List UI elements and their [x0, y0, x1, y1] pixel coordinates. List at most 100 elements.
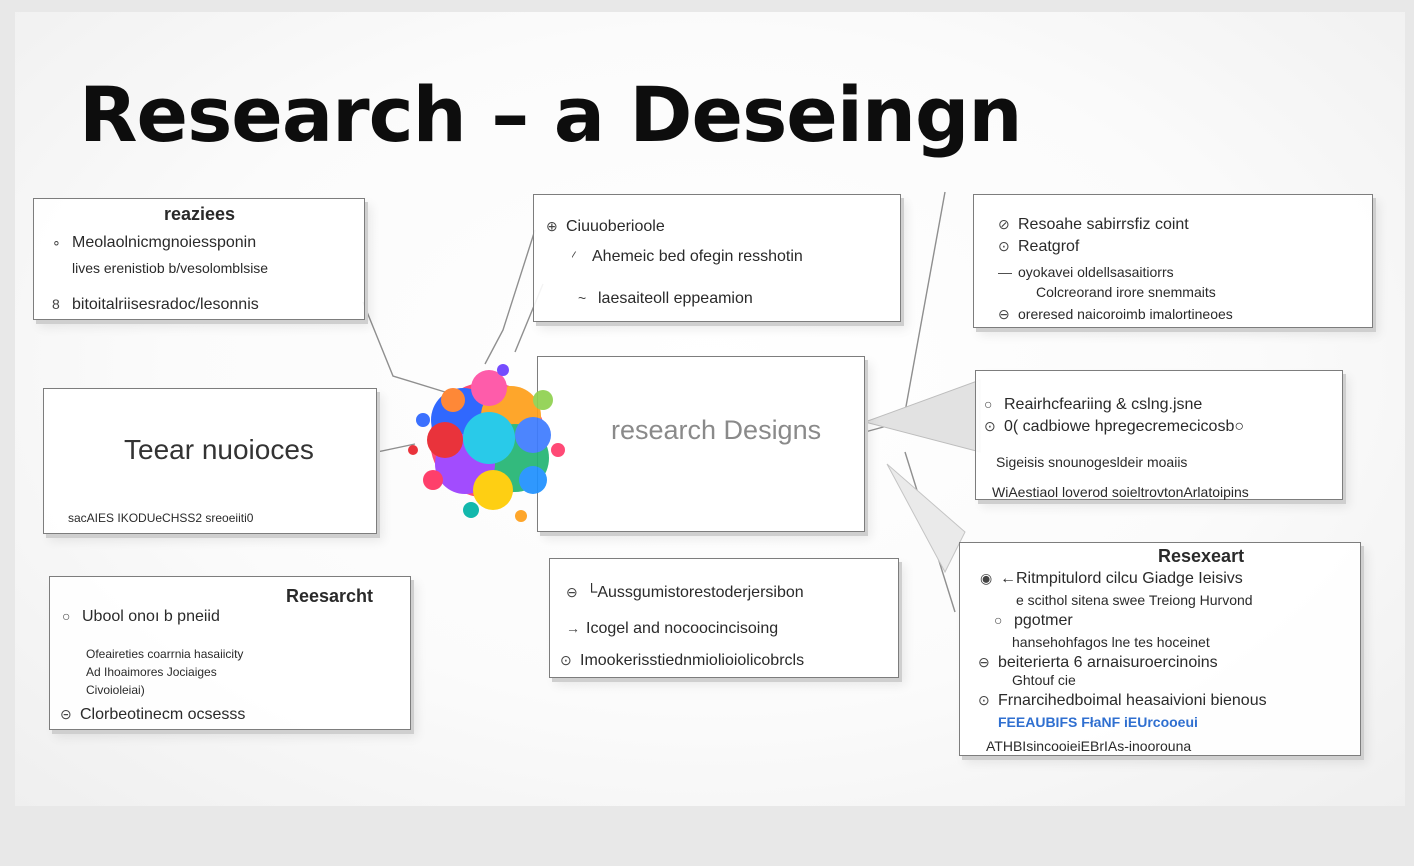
list-item: Ad Ihoaimores Jociaiges [86, 663, 402, 681]
bullet-icon: ⁄ [572, 248, 575, 264]
item-label: Ghtouf cie [1012, 672, 1076, 688]
connector-top-right [904, 191, 946, 413]
box-middle-right: ○Reairhcfeariing & cslng.jsne ⊙ 0( cadbio… [975, 370, 1343, 500]
list-item: e scithol sitena swee Treiong Hurvond [1016, 591, 1358, 609]
item-label: Reairhcfeariing & cslng.jsne [1004, 396, 1203, 413]
item-label: bitoitalriisesradoc/lesonnis [72, 296, 259, 313]
bullet-icon: ◉ [980, 570, 993, 586]
list-item: ⊖ beiterierta 6 arnaisuroercinoins [978, 653, 1358, 672]
list-item: ⊙Reatgrof [998, 237, 1370, 256]
bullet-icon: ⊕ [546, 218, 558, 234]
item-label: Ahemeic bed ofegin resshotin [592, 248, 803, 265]
list-item: ⊖ └Aussgumistorestoderjersibon [566, 583, 896, 602]
list-item: hansehohfagos lne tes hoceinet [1012, 633, 1358, 651]
item-label: laesaiteoll eppeamion [598, 290, 753, 307]
list-item: ◉ ←Ritmpitulord cilcu Giadge Ieisivs [980, 569, 1358, 588]
box-bottom-right: Resexeart ◉ ←Ritmpitulord cilcu Giadge Ie… [959, 542, 1361, 756]
arrow-icon: → [566, 620, 580, 636]
list-item: 8 bitoitalriisesradoc/lesonnis [52, 295, 362, 314]
item-label: Resoahe sabirrsfiz coint [1018, 216, 1189, 233]
item-label: oreresed naicoroimb imalortineoes [1018, 306, 1233, 322]
arrow-to-bottom-right-box [886, 463, 966, 574]
item-label: Colcreorand irore snemmaits [1036, 284, 1216, 300]
item-label: Ubool onoı b pneiid [82, 608, 220, 625]
list-item: ○ Ubool onoı b pneiid [62, 607, 402, 626]
list-item: lives erenistiob b/vesolomblsise [72, 259, 362, 277]
bullet-icon: ⊖ [566, 584, 578, 600]
item-label: WiAestiaol loverod soieltrovtonArlatoipi… [992, 484, 1249, 500]
arrow-to-right-box [863, 379, 981, 453]
list-item: ⊙ 0( cadbiowe hpregecremecicosb○ [984, 417, 1340, 436]
bullet-icon: ⊖ [998, 306, 1010, 322]
item-label: ATHBIsincooieiEBrIAs-inoorouna [986, 738, 1192, 754]
bullet-icon: ~ [578, 290, 587, 306]
bullet-icon: ⊙ [978, 692, 990, 708]
list-item: Colcreorand irore snemmaits [1036, 283, 1370, 301]
list-item: ○pgotmer [994, 611, 1358, 630]
item-label: Ciuuoberioole [566, 218, 665, 235]
connector-top-left [362, 301, 446, 393]
list-item: WiAestiaol loverod soieltrovtonArlatoipi… [992, 483, 1340, 501]
bullet-icon: 8 [52, 296, 60, 312]
list-item: ⊙ Imookerisstiednmiolioiolicobrcls [560, 651, 896, 670]
list-item: ⊕ Ciuuoberioole [546, 217, 896, 236]
box-bottom-middle: ⊖ └Aussgumistorestoderjersibon → Icogel an… [549, 558, 899, 678]
item-label: Imookerisstiednmiolioiolicobrcls [580, 652, 805, 669]
box-top-left: reaziees ∘ Meolaolnicmgnoiessponin lives … [33, 198, 365, 320]
list-item: ⁄ Ahemeic bed ofegin resshotin [572, 247, 898, 266]
item-label: Frnarcihedboimal heasaivioni bienous [998, 692, 1267, 709]
list-item: ○Reairhcfeariing & cslng.jsne [984, 395, 1340, 414]
colorful-paint-splash-icon [408, 364, 565, 522]
box-top-middle: ⊕ Ciuuoberioole ⁄ Ahemeic bed ofegin ressh… [533, 194, 901, 322]
connector-lines [362, 191, 981, 613]
item-label: 0( cadbiowe hpregecremecicosb○ [1004, 418, 1245, 435]
item-label: Meolaolnicmgnoiessponin [72, 234, 257, 251]
list-item: Ghtouf cie [1012, 671, 1358, 689]
bullet-icon: ⊝ [60, 706, 72, 722]
list-item: ⊖ oreresed naicoroimb imalortineoes [998, 305, 1370, 323]
box-heading: Teear nuoioces [124, 434, 314, 465]
box-heading: Reesarcht [286, 587, 374, 605]
box-bottom-left: Reesarcht ○ Ubool onoı b pneiid Ofeaireti… [49, 576, 411, 730]
list-item: Civoioleiai) [86, 681, 402, 699]
box-footer: sacAIES IKODUeCHSS2 sreoeiiti0 [68, 511, 254, 525]
list-item: ⊙ Frnarcihedboimal heasaivioni bienous [978, 691, 1358, 710]
bullet-icon: ⊙ [984, 418, 996, 434]
list-item: FEEAUBIFS FłaNF iEUrcooeui [998, 713, 1358, 731]
bullet-icon: ⊙ [560, 652, 572, 668]
bullet-icon: ⊖ [978, 654, 990, 670]
item-label: Sigeisis snounogesldeir moaiis [996, 454, 1188, 470]
list-item: ∘ Meolaolnicmgnoiessponin [52, 233, 362, 252]
item-label: oyokavei oldellsasaitiorrs [1018, 264, 1174, 280]
item-label: Icogel and nocoocincisoing [586, 620, 779, 637]
bullet-icon: ∘ [52, 234, 61, 250]
item-label: ←Ritmpitulord cilcu Giadge Ieisivs [1000, 570, 1243, 587]
item-label: Ofeaireties coarrnia hasaiicity [86, 647, 244, 661]
item-label: Ad Ihoaimores Jociaiges [86, 665, 217, 679]
diagram-canvas: Research – a Deseingn reaziees ∘ Meolaoln… [15, 12, 1405, 806]
list-item: → Icogel and nocoocincisoing [566, 619, 896, 638]
bullet-icon: — [998, 264, 1012, 280]
bullet-icon: ⊘ [998, 216, 1010, 232]
bullet-icon: ○ [62, 608, 71, 624]
item-label: Civoioleiai) [86, 683, 145, 697]
page-title: Research – a Deseingn [79, 70, 1023, 159]
item-label: Clorbeotinecm ocsesss [80, 706, 246, 723]
center-label: research Designs [611, 415, 822, 445]
item-label: └Aussgumistorestoderjersibon [586, 584, 804, 601]
list-item: ⊘ Resoahe sabirrsfiz coint [998, 215, 1370, 234]
list-item: ATHBIsincooieiEBrIAs-inoorouna [986, 737, 1358, 755]
item-label: e scithol sitena swee Treiong Hurvond [1016, 592, 1253, 608]
list-item: Sigeisis snounogesldeir moaiis [996, 453, 1340, 471]
box-top-right: ⊘ Resoahe sabirrsfiz coint ⊙Reatgrof — oyo… [973, 194, 1373, 328]
item-label: pgotmer [1014, 612, 1073, 629]
item-label: beiterierta 6 arnaisuroercinoins [998, 654, 1218, 671]
list-item: ⊝ Clorbeotinecm ocsesss [60, 705, 400, 724]
item-label: FEEAUBIFS FłaNF iEUrcooeui [998, 714, 1198, 730]
item-label: lives erenistiob b/vesolomblsise [72, 260, 269, 276]
connector-middle-left [376, 443, 416, 453]
bullet-icon: ⊙ [998, 238, 1010, 254]
box-heading: reaziees [164, 205, 236, 223]
box-center [537, 356, 865, 532]
box-heading: Resexeart [1158, 547, 1245, 565]
